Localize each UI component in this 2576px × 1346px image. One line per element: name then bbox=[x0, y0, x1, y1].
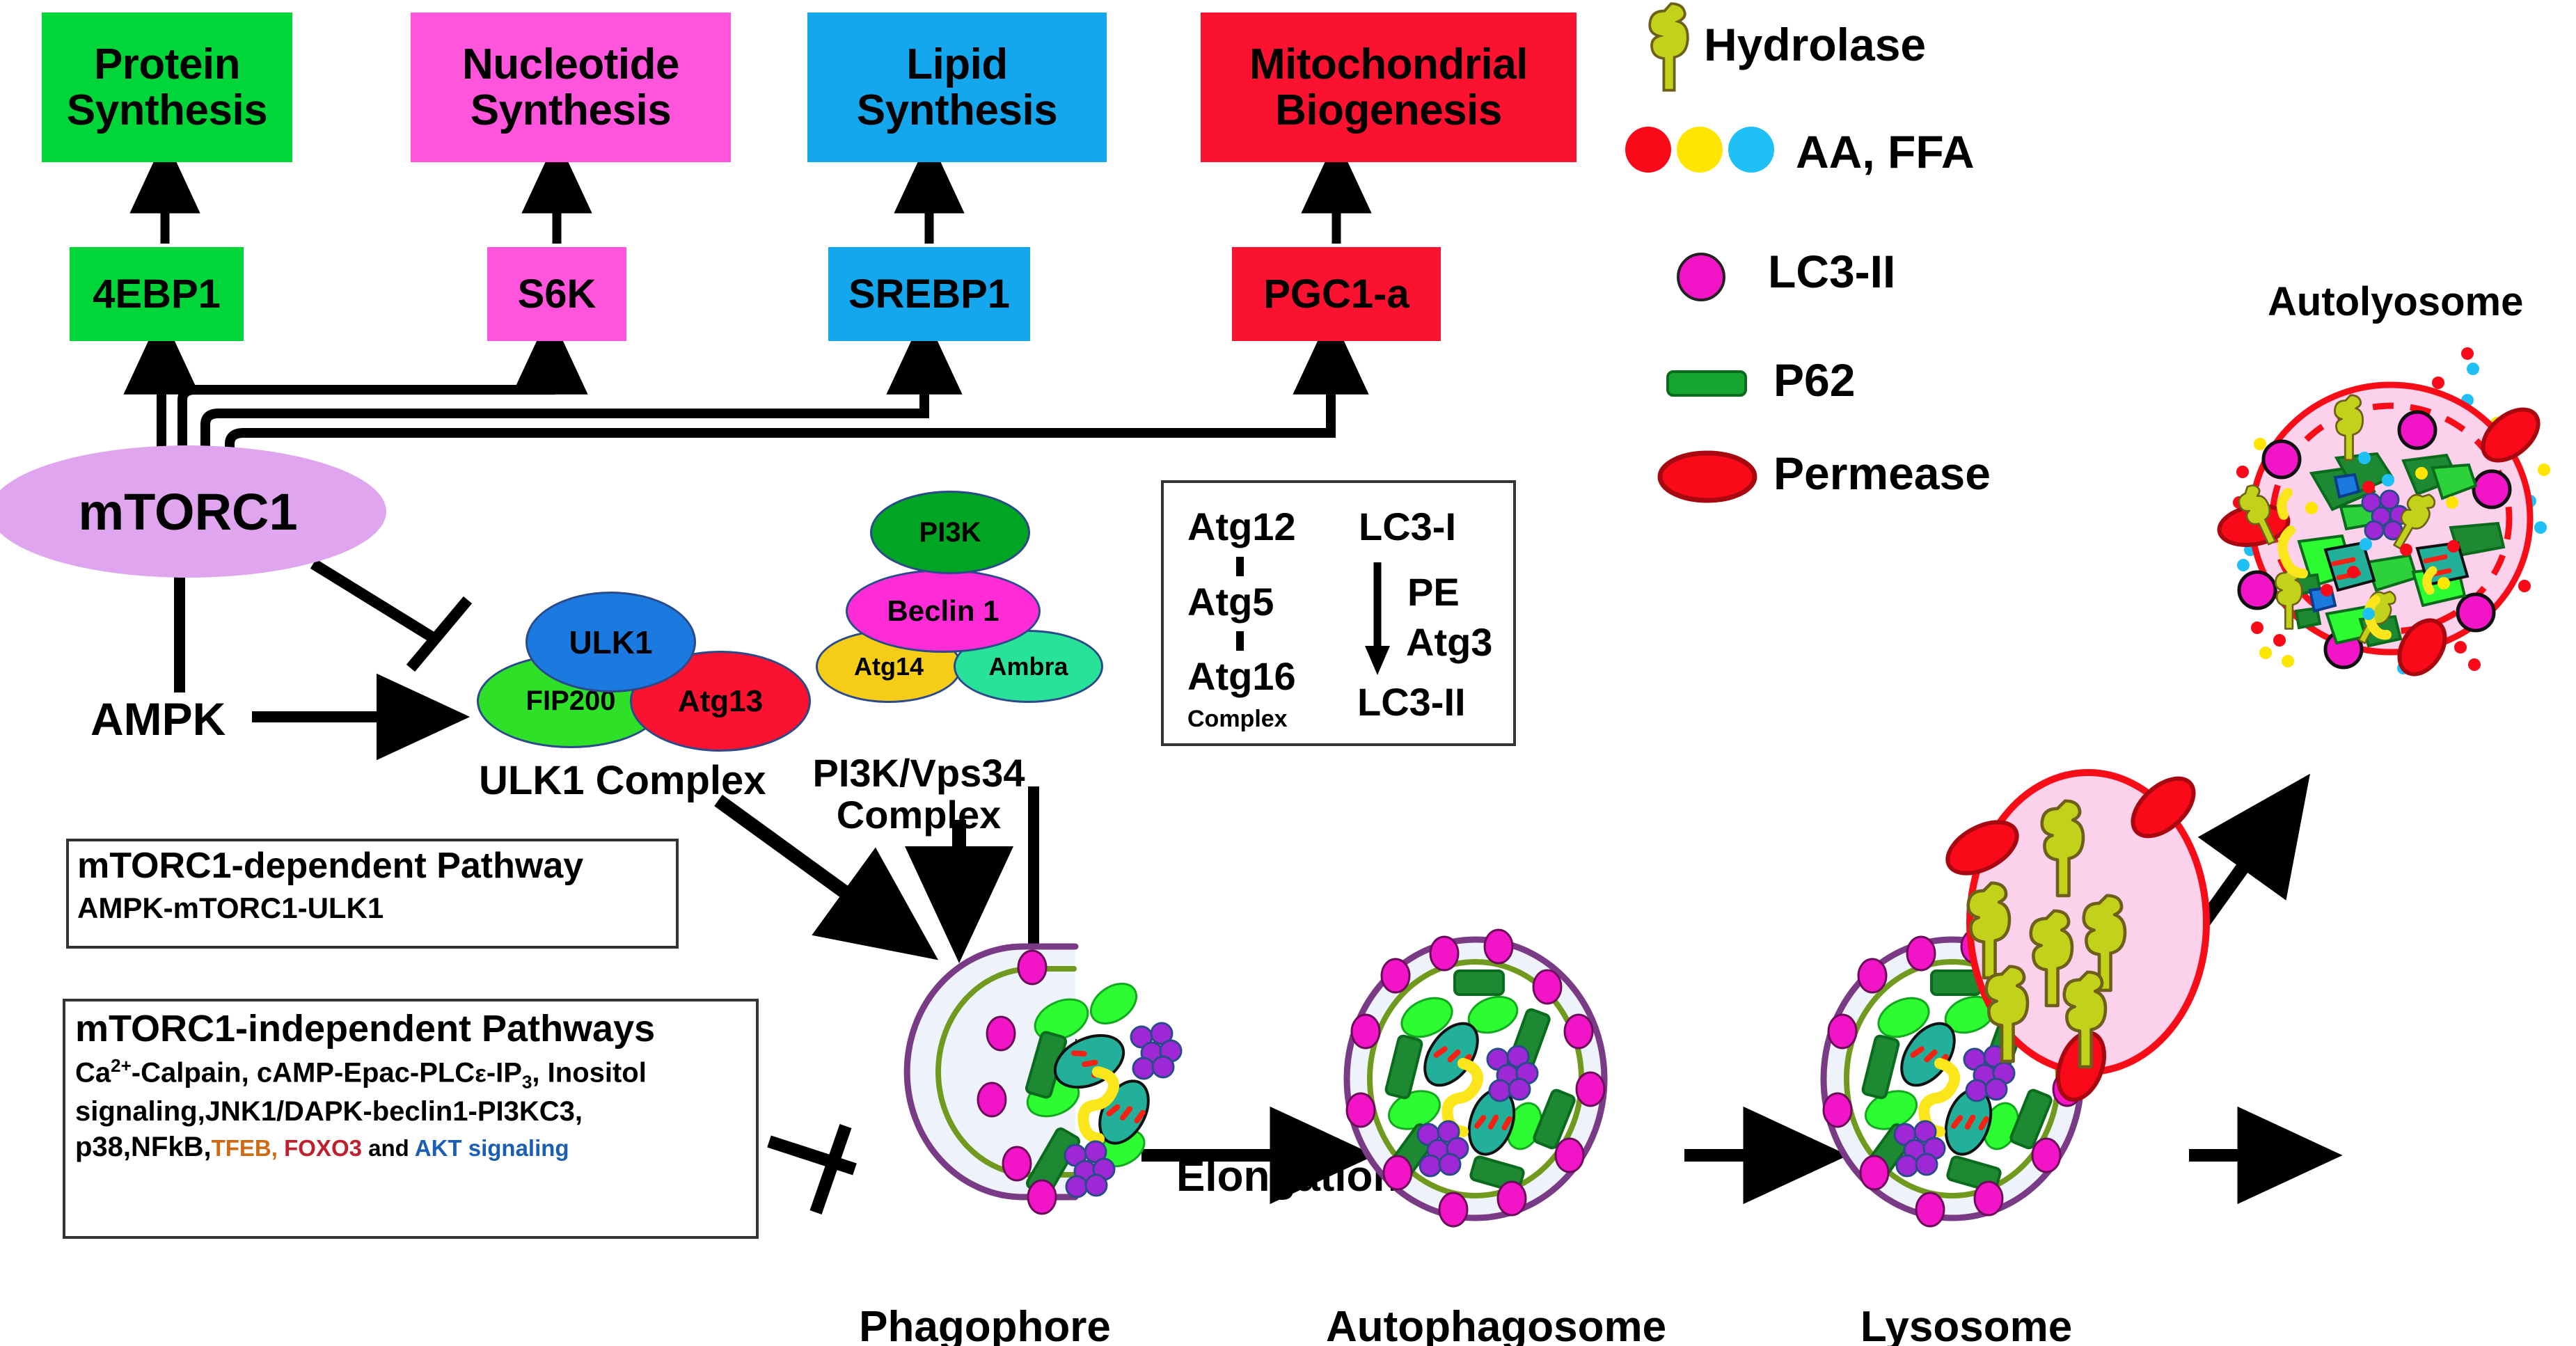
aa-ffa-icon bbox=[1625, 127, 1774, 173]
mtorc1-independent-line1: Ca2+-Calpain, cAMP-Epac-PLCε-IP3, Inosit… bbox=[75, 1054, 746, 1093]
ampk-label: AMPK bbox=[90, 693, 226, 745]
protein-label: Atg13 bbox=[677, 683, 764, 718]
hydrolase-icon bbox=[1648, 2, 1689, 92]
effector-label: PGC1-a bbox=[1263, 271, 1409, 317]
legend-text: Permease bbox=[1773, 448, 1991, 499]
protein-ambra[interactable]: Ambra bbox=[954, 630, 1103, 703]
elongation-label: Elongation bbox=[1176, 1152, 1399, 1201]
protein-ulk1[interactable]: ULK1 bbox=[526, 592, 696, 692]
autolysosome-text: Autolyosome bbox=[2268, 279, 2524, 324]
ampk-node[interactable]: AMPK bbox=[90, 692, 226, 745]
lc3-ii-label: LC3-II bbox=[1357, 680, 1466, 724]
effector-label: S6K bbox=[517, 271, 596, 317]
mtorc1-dependent-pathway-box[interactable]: mTORC1-dependent Pathway AMPK-mTORC1-ULK… bbox=[66, 839, 679, 949]
mtorc1-independent-pathways-box[interactable]: mTORC1-independent Pathways Ca2+-Calpain… bbox=[63, 999, 759, 1239]
line1-c: -IP bbox=[486, 1057, 522, 1088]
mtorc1-independent-line2: signaling,JNK1/DAPK-beclin1-PI3KC3, bbox=[75, 1095, 583, 1127]
line3-and: and bbox=[361, 1135, 415, 1162]
line1-subscript: 3 bbox=[521, 1071, 532, 1093]
lysosome-vesicle[interactable] bbox=[1942, 759, 2234, 1102]
atg-lc3-box: Atg12 Atg5 Atg16 Complex LC3-I PE Atg3 L… bbox=[1161, 480, 1516, 746]
atg-link-dash-1 bbox=[1236, 557, 1244, 576]
legend-text: Hydrolase bbox=[1704, 19, 1927, 70]
mtorc1-node[interactable]: mTORC1 bbox=[0, 445, 386, 578]
protein-pi3k[interactable]: PI3K bbox=[870, 491, 1030, 574]
mtorc1-independent-line3: p38,NFkB,TFEB, FOXO3 and AKT signaling bbox=[75, 1130, 746, 1165]
mtorc1-independent-title: mTORC1-independent Pathways bbox=[75, 1008, 656, 1050]
protein-label: PI3K bbox=[919, 516, 981, 548]
legend-label-lc3ii: LC3-II bbox=[1768, 245, 1895, 298]
atg-complex-label: Complex bbox=[1187, 706, 1288, 732]
line1-d: , Inositol bbox=[532, 1057, 647, 1088]
p62-icon bbox=[1666, 370, 1747, 397]
output-box-protein-synthesis[interactable]: Protein Synthesis bbox=[42, 13, 292, 162]
lc3-i-label: LC3-I bbox=[1359, 505, 1456, 548]
stage-name: Phagophore bbox=[859, 1302, 1111, 1346]
stage-label-autophagosome: Autophagosome bbox=[1326, 1258, 1666, 1346]
effector-box-4ebp1[interactable]: 4EBP1 bbox=[70, 247, 244, 341]
line3-tfeb: TFEB, bbox=[211, 1135, 278, 1162]
atg3-label: Atg3 bbox=[1406, 620, 1493, 664]
protein-beclin1[interactable]: Beclin 1 bbox=[846, 569, 1041, 653]
lc3ii-icon bbox=[1677, 253, 1725, 301]
ulk1-complex-label: ULK1 Complex bbox=[479, 758, 766, 803]
output-box-lipid-synthesis[interactable]: Lipid Synthesis bbox=[807, 13, 1107, 162]
line3-akt: AKT bbox=[414, 1135, 462, 1162]
mtorc1-dependent-subtitle: AMPK-mTORC1-ULK1 bbox=[77, 891, 384, 924]
line1-superscript: 2+ bbox=[111, 1055, 132, 1077]
permease-icon bbox=[1657, 450, 1757, 503]
line3-a: p38,NFkB, bbox=[75, 1132, 212, 1163]
phagophore-vesicle[interactable] bbox=[867, 926, 1183, 1218]
line3-signaling: signaling bbox=[461, 1135, 569, 1162]
legend-text: P62 bbox=[1773, 354, 1856, 406]
stage-label-lysosome-fusion: Lysosome Fusion bbox=[1820, 1258, 2112, 1346]
mtorc1-dependent-title: mTORC1-dependent Pathway bbox=[77, 846, 584, 886]
protein-label: ULK1 bbox=[569, 624, 653, 660]
legend-label-hydrolase: Hydrolase bbox=[1704, 18, 1926, 71]
effector-box-srebp1[interactable]: SREBP1 bbox=[828, 247, 1030, 341]
elongation-text: Elongation bbox=[1176, 1153, 1400, 1201]
legend-text: AA, FFA bbox=[1796, 126, 1975, 177]
ulk1-complex-title: ULK1 Complex bbox=[479, 757, 766, 804]
output-box-nucleotide-synthesis[interactable]: Nucleotide Synthesis bbox=[411, 13, 731, 162]
pi3k-complex-label: PI3K/Vps34 Complex bbox=[812, 751, 1025, 837]
stage-label-phagophore: Phagophore bbox=[839, 1258, 1131, 1346]
atg12-label: Atg12 bbox=[1187, 505, 1296, 548]
pi3k-complex-title: PI3K/Vps34 Complex bbox=[804, 711, 1034, 835]
autophagosome-vesicle[interactable] bbox=[1322, 928, 1629, 1228]
output-box-label: Protein Synthesis bbox=[66, 40, 268, 134]
pe-label: PE bbox=[1407, 570, 1460, 614]
output-box-label: Lipid Synthesis bbox=[856, 40, 1058, 134]
lc3-conversion-arrow bbox=[1365, 562, 1390, 675]
line1-b: -Calpain, cAMP-Epac-PLC bbox=[131, 1057, 475, 1088]
line1-ca: Ca bbox=[75, 1057, 111, 1088]
autolysosome-vesicle[interactable] bbox=[2217, 341, 2572, 689]
legend-label-p62: P62 bbox=[1773, 354, 1855, 406]
mtorc1-label: mTORC1 bbox=[78, 482, 298, 541]
legend-label-aa-ffa: AA, FFA bbox=[1796, 125, 1975, 178]
output-box-label: Mitochondrial Biogenesis bbox=[1249, 40, 1528, 134]
autolysosome-label: Autolyosome bbox=[2268, 278, 2523, 325]
protein-label: Atg14 bbox=[853, 651, 924, 681]
line3-foxo3: FOXO3 bbox=[277, 1135, 362, 1162]
stage-name: Autophagosome bbox=[1326, 1302, 1667, 1346]
atg5-label: Atg5 bbox=[1187, 580, 1274, 624]
legend-label-permease: Permease bbox=[1773, 447, 1991, 500]
effector-box-pgc1a[interactable]: PGC1-a bbox=[1232, 247, 1441, 341]
protein-label: Ambra bbox=[988, 651, 1068, 681]
effector-label: 4EBP1 bbox=[93, 271, 221, 317]
effector-box-s6k[interactable]: S6K bbox=[487, 247, 626, 341]
effector-label: SREBP1 bbox=[848, 271, 1011, 317]
atg16-label: Atg16 bbox=[1187, 654, 1296, 698]
atg-link-dash-2 bbox=[1236, 631, 1244, 651]
output-box-label: Nucleotide Synthesis bbox=[462, 40, 679, 134]
output-box-mitochondrial-biogenesis[interactable]: Mitochondrial Biogenesis bbox=[1201, 13, 1577, 162]
protein-label: Beclin 1 bbox=[887, 594, 999, 627]
legend-text: LC3-II bbox=[1768, 246, 1896, 297]
stage-name: Lysosome Fusion bbox=[1860, 1302, 2073, 1346]
line1-epsilon: ε bbox=[475, 1060, 487, 1088]
